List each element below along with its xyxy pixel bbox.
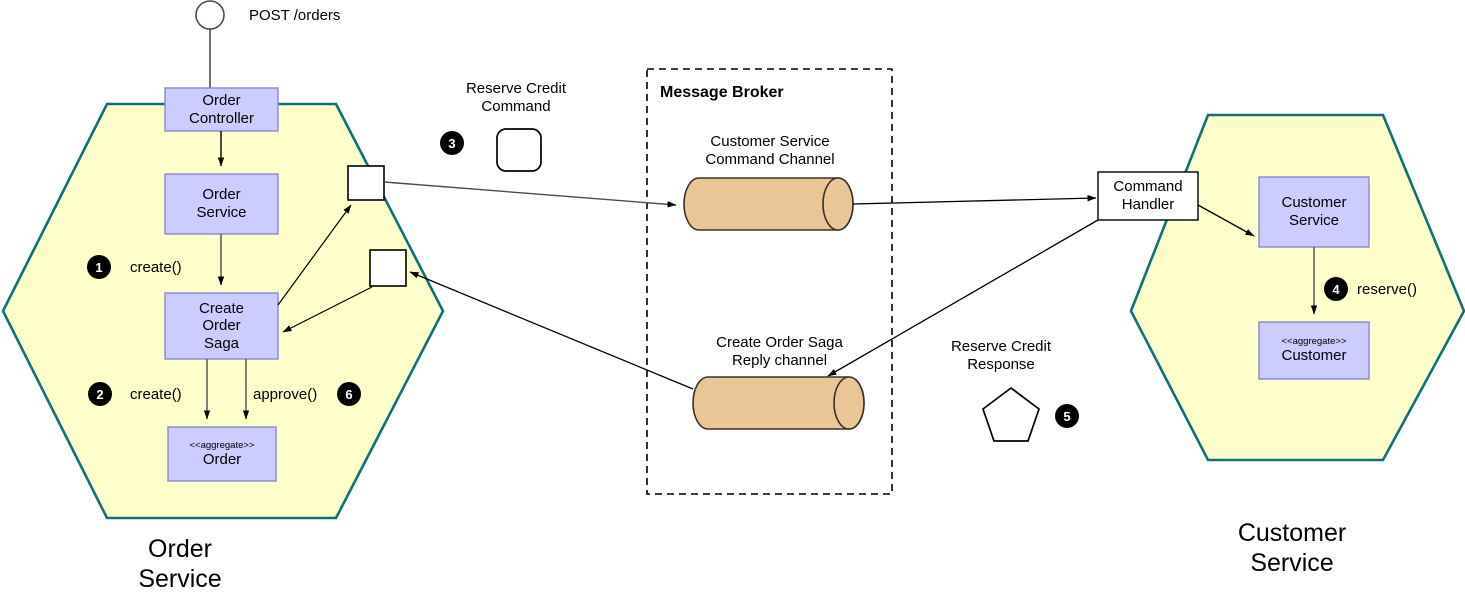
order-service-line1: Order (202, 186, 241, 204)
arrow-saga-to-outbound-port (277, 204, 352, 306)
order-aggregate-label: <<aggregate>> Order (168, 427, 276, 481)
step-badge-3: 3 (440, 131, 464, 155)
customer-aggregate-stereotype: <<aggregate>> (1281, 336, 1347, 348)
step-badge-1: 1 (87, 255, 111, 279)
create-order-saga-line3: Saga (203, 334, 240, 352)
order-aggregate-name: Order (202, 450, 242, 468)
order-controller-label: Order Controller (165, 88, 278, 131)
create-order-saga-label: Create Order Saga (165, 293, 278, 359)
order-aggregate-box[interactable] (167, 426, 277, 482)
arrow-outbound-port-to-command-channel (383, 181, 677, 208)
step-badge-6: 6 (337, 382, 361, 406)
customer-aggregate-name: Customer (1281, 347, 1347, 365)
order-service-line2: Service (196, 204, 247, 221)
command-handler-line2: Handler (1121, 196, 1175, 213)
order-service-label: Order Service (165, 174, 278, 234)
order-controller-line2: Controller (188, 109, 255, 127)
arrow-command-channel-to-handler (852, 195, 1097, 205)
customer-aggregate-label: <<aggregate>> Customer (1259, 322, 1369, 379)
step-badge-2: 2 (88, 382, 112, 406)
create-order-saga-line1: Create (198, 299, 245, 317)
reserve-credit-command-icon (496, 128, 542, 172)
step-badge-4: 4 (1324, 277, 1348, 301)
customer-service-box[interactable] (1258, 176, 1370, 248)
customer-service-component-label: Customer Service (1259, 177, 1369, 247)
arrow-handler-to-reply-channel (827, 219, 1099, 377)
message-broker-boundary (646, 68, 893, 495)
order-aggregate-stereotype: <<aggregate>> (189, 439, 255, 451)
arrow-handler-to-customer-service (1197, 204, 1255, 237)
outbound-command-port[interactable] (347, 165, 385, 201)
create-order-saga-reply-channel[interactable] (692, 376, 865, 430)
command-handler-box[interactable] (1097, 171, 1199, 221)
command-handler-label: Command Handler (1098, 172, 1198, 220)
customer-service-line2: Service (1288, 212, 1340, 229)
customer-service-hexagon (1129, 113, 1465, 462)
customer-service-command-channel[interactable] (683, 177, 854, 231)
create-order-saga-line2: Order (202, 317, 241, 335)
inbound-reply-port[interactable] (369, 249, 407, 287)
arrow-reply-channel-to-inbound-port (409, 271, 694, 390)
circle-endpoint-icon (195, 0, 225, 30)
create-order-saga-box[interactable] (164, 292, 279, 360)
customer-aggregate-box[interactable] (1258, 321, 1370, 380)
customer-service-line1: Customer (1281, 194, 1347, 212)
reserve-credit-response-icon (981, 386, 1041, 442)
step-badge-5: 5 (1055, 404, 1079, 428)
command-handler-line1: Command (1113, 178, 1183, 196)
order-controller-line1: Order (202, 91, 241, 109)
arrow-inbound-port-to-saga (282, 286, 373, 333)
order-service-box[interactable] (164, 173, 279, 235)
order-controller-box[interactable] (164, 87, 279, 132)
